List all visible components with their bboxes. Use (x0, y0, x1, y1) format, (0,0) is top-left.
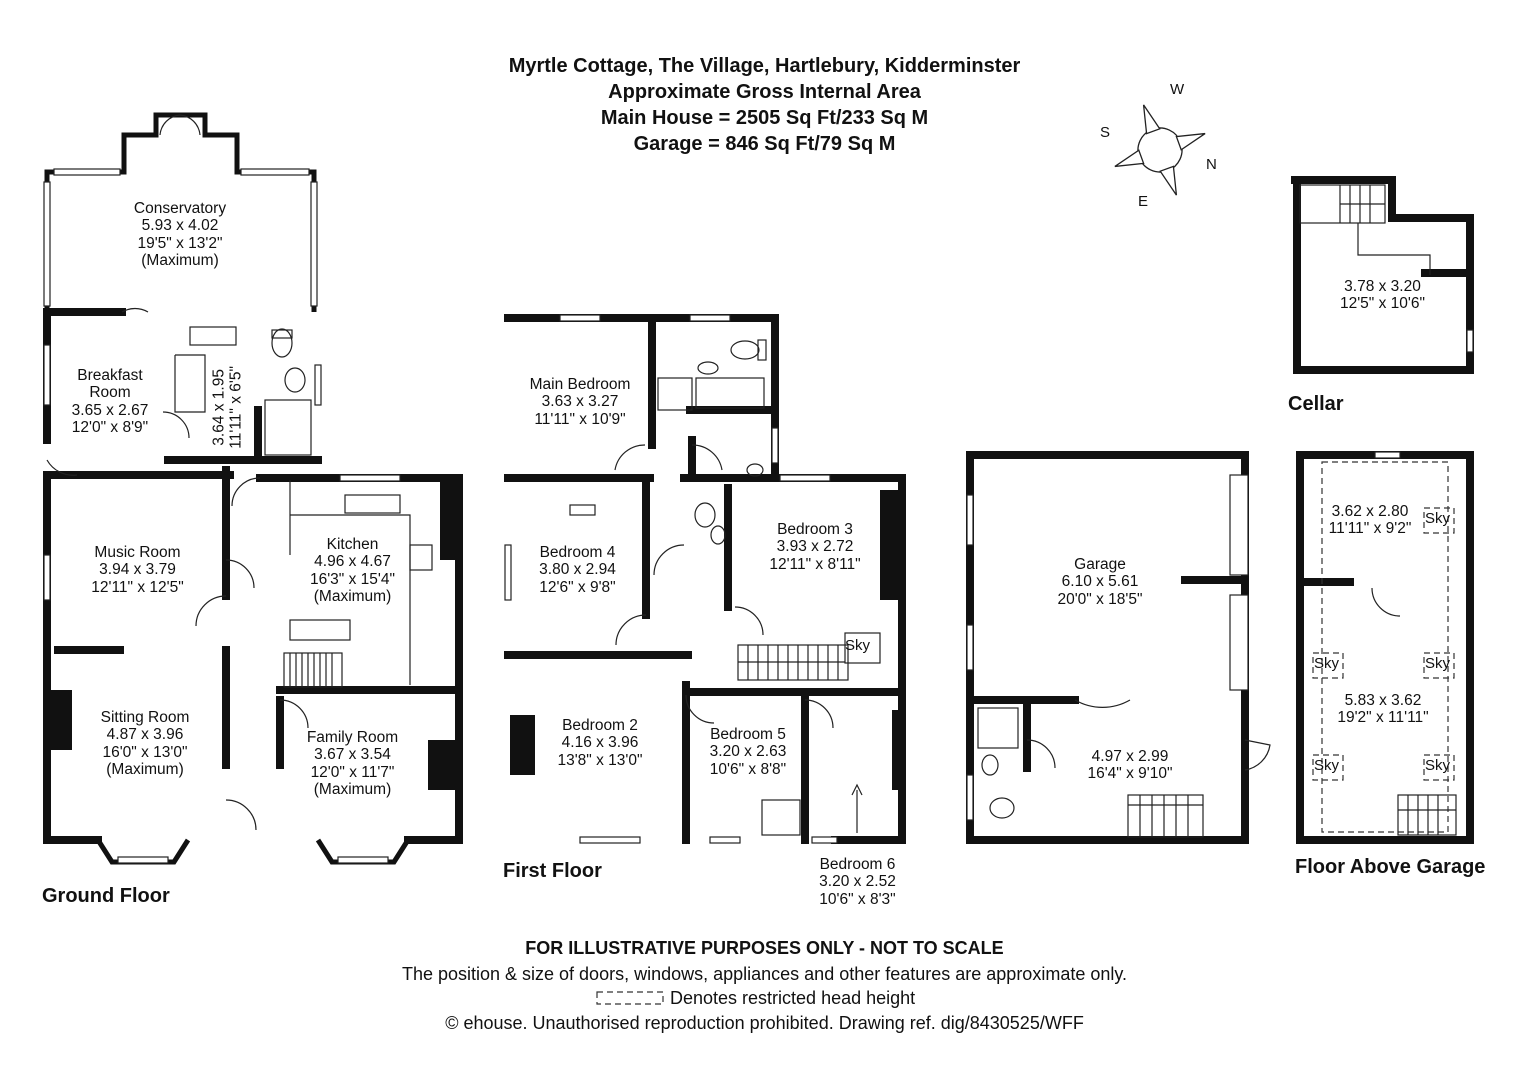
disclaimer-note: The position & size of doors, windows, a… (401, 964, 1128, 984)
first-floor-sky-label: Sky (845, 637, 871, 654)
garage-plan (966, 451, 1271, 844)
property-address: Myrtle Cottage, The Village, Hartlebury,… (508, 55, 1021, 77)
above-garage-stairs (1397, 794, 1457, 836)
legend-text: Denotes restricted head height (670, 988, 916, 1008)
first-floor-label: First Floor (503, 860, 602, 882)
compass-e: E (1138, 193, 1149, 210)
above-garage-plan (1296, 451, 1474, 844)
cellar-stairs (1299, 184, 1431, 275)
garage-stairs (1127, 794, 1204, 838)
compass-w: W (1170, 81, 1185, 98)
sky-label-4: Sky (1314, 757, 1340, 774)
main-house-area: Main House = 2505 Sq Ft/233 Sq M (600, 107, 929, 129)
cellar-plan (1291, 176, 1474, 374)
compass-rose-icon (1114, 104, 1206, 196)
copyright: © ehouse. Unauthorised reproduction proh… (445, 1013, 1084, 1033)
sky-label-3: Sky (1425, 655, 1451, 672)
first-floor-plan (504, 314, 906, 844)
sky-label-1: Sky (1425, 510, 1451, 527)
area-title: Approximate Gross Internal Area (608, 81, 921, 103)
ground-stairs (283, 652, 343, 688)
compass-n: N (1206, 156, 1217, 173)
cellar-label: Cellar (1288, 393, 1344, 415)
disclaimer: FOR ILLUSTRATIVE PURPOSES ONLY - NOT TO … (525, 938, 1004, 958)
first-stairs (737, 632, 881, 681)
restricted-height-legend-icon (596, 991, 664, 1005)
sky-label-2: Sky (1314, 655, 1340, 672)
ground-floor-plan (43, 112, 463, 865)
conservatory-outline (43, 112, 318, 312)
compass-s: S (1100, 124, 1111, 141)
ground-floor-label: Ground Floor (42, 885, 170, 907)
floor-above-garage-label: Floor Above Garage (1295, 856, 1486, 878)
sky-label-5: Sky (1425, 757, 1451, 774)
garage-area: Garage = 846 Sq Ft/79 Sq M (633, 133, 896, 155)
